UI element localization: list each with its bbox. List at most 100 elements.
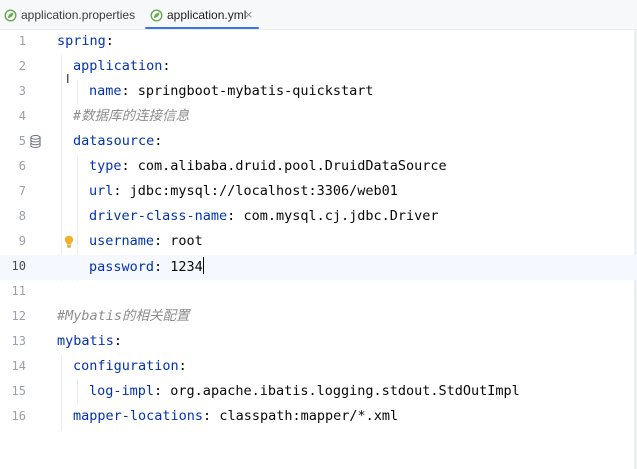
tab-label: application.properties bbox=[21, 8, 136, 22]
tab-label: application.yml bbox=[167, 8, 247, 22]
line-number: 9 bbox=[18, 234, 26, 248]
yaml-value: springboot-mybatis-quickstart bbox=[129, 83, 374, 99]
yaml-comment: #数据库的连接信息 bbox=[73, 108, 190, 124]
yaml-key: name bbox=[89, 83, 122, 99]
line-number: 11 bbox=[11, 284, 26, 298]
code-line[interactable]: 12 #Mybatis的相关配置 bbox=[0, 305, 637, 330]
line-number: 4 bbox=[18, 109, 26, 123]
yaml-key: log-impl bbox=[89, 383, 155, 399]
database-icon[interactable] bbox=[30, 135, 41, 148]
tab-application-properties[interactable]: application.properties bbox=[0, 0, 138, 30]
yaml-key: driver-class-name bbox=[89, 208, 228, 224]
code-text: application: bbox=[73, 57, 171, 75]
line-number: 14 bbox=[11, 359, 26, 373]
yaml-key: spring bbox=[57, 33, 106, 49]
yaml-key: application bbox=[73, 58, 163, 74]
code-line[interactable]: 3 name: springboot-mybatis-quickstart bbox=[0, 80, 637, 105]
code-text: username: root bbox=[89, 232, 203, 250]
yaml-colon: : bbox=[178, 358, 187, 374]
code-line[interactable]: 8 driver-class-name: com.mysql.cj.jdbc.D… bbox=[0, 205, 637, 230]
code-line[interactable]: 7 url: jdbc:mysql://localhost:3306/web01 bbox=[0, 180, 637, 205]
yaml-value: jdbc:mysql://localhost:3306/web01 bbox=[121, 183, 398, 199]
yaml-key: type bbox=[89, 158, 122, 174]
code-text: driver-class-name: com.mysql.cj.jdbc.Dri… bbox=[89, 207, 439, 225]
yaml-value: classpath:mapper/*.xml bbox=[211, 408, 399, 424]
line-number: 12 bbox=[11, 309, 26, 323]
yaml-colon: : bbox=[203, 408, 212, 424]
yaml-colon: : bbox=[154, 133, 163, 149]
vertical-scrollbar[interactable] bbox=[634, 30, 637, 469]
yaml-colon: : bbox=[154, 383, 163, 399]
yaml-colon: : bbox=[154, 233, 163, 249]
yaml-value: org.apache.ibatis.logging.stdout.StdOutI… bbox=[162, 383, 520, 399]
spring-leaf-icon bbox=[4, 9, 17, 22]
code-line-current[interactable]: 10 password: 1234 bbox=[0, 255, 637, 280]
code-line[interactable]: 14 configuration: bbox=[0, 355, 637, 380]
yaml-colon: : bbox=[154, 259, 163, 275]
code-line[interactable]: 13 mybatis: bbox=[0, 330, 637, 355]
code-text: datasource: bbox=[73, 132, 162, 150]
code-text: log-impl: org.apache.ibatis.logging.stdo… bbox=[89, 382, 520, 400]
yaml-key: mapper-locations bbox=[73, 408, 204, 424]
lightbulb-icon[interactable] bbox=[64, 235, 74, 248]
code-line[interactable]: 1 spring: bbox=[0, 30, 637, 55]
yaml-key: mybatis bbox=[57, 333, 114, 349]
close-tab-button[interactable]: × bbox=[244, 8, 254, 21]
line-number: 5 bbox=[18, 134, 26, 148]
indent-guide bbox=[77, 80, 78, 105]
code-text: mapper-locations: classpath:mapper/*.xml bbox=[73, 407, 398, 425]
yaml-value: 1234 bbox=[162, 259, 203, 275]
line-number: 3 bbox=[18, 84, 26, 98]
code-text: url: jdbc:mysql://localhost:3306/web01 bbox=[89, 182, 398, 200]
code-text: spring: bbox=[57, 32, 114, 50]
yaml-comment: #Mybatis的相关配置 bbox=[57, 308, 190, 324]
indent-guide bbox=[77, 380, 78, 405]
line-number: 2 bbox=[18, 59, 26, 73]
line-number: 7 bbox=[18, 184, 26, 198]
yaml-colon: : bbox=[121, 83, 130, 99]
yaml-value: root bbox=[162, 233, 203, 249]
yaml-colon: : bbox=[105, 33, 114, 49]
code-editor[interactable]: 1 spring: I 2 application: 3 name: sprin… bbox=[0, 30, 637, 469]
code-text: password: 1234 bbox=[89, 257, 204, 276]
yaml-colon: : bbox=[227, 208, 236, 224]
line-number: 10 bbox=[11, 259, 26, 273]
tab-application-yml[interactable]: application.yml × bbox=[145, 0, 259, 30]
yaml-key: datasource bbox=[73, 133, 155, 149]
line-number: 13 bbox=[11, 334, 26, 348]
spring-leaf-icon bbox=[150, 9, 163, 22]
editor-tab-bar: application.properties application.yml × bbox=[0, 0, 637, 30]
yaml-key: password bbox=[89, 259, 155, 275]
code-line[interactable]: 6 type: com.alibaba.druid.pool.DruidData… bbox=[0, 155, 637, 180]
yaml-key: url bbox=[89, 183, 114, 199]
code-line[interactable]: 5 datasource: bbox=[0, 130, 637, 155]
yaml-colon: : bbox=[113, 183, 122, 199]
yaml-colon: : bbox=[113, 333, 123, 349]
line-number: 15 bbox=[11, 384, 26, 398]
yaml-key: configuration bbox=[73, 358, 179, 374]
code-line[interactable]: 9 username: root bbox=[0, 230, 637, 255]
code-text: configuration: bbox=[73, 357, 187, 375]
code-line[interactable]: 15 log-impl: org.apache.ibatis.logging.s… bbox=[0, 380, 637, 405]
yaml-colon: : bbox=[121, 158, 130, 174]
code-text: name: springboot-mybatis-quickstart bbox=[89, 82, 374, 100]
line-number: 6 bbox=[18, 159, 26, 173]
text-caret bbox=[202, 257, 204, 274]
yaml-colon: : bbox=[162, 58, 171, 74]
code-line[interactable]: 2 application: bbox=[0, 55, 637, 80]
code-text: type: com.alibaba.druid.pool.DruidDataSo… bbox=[89, 157, 447, 175]
code-text: mybatis: bbox=[57, 332, 122, 350]
yaml-key: username bbox=[89, 233, 155, 249]
line-number: 1 bbox=[18, 34, 26, 48]
code-line[interactable]: 4 #数据库的连接信息 bbox=[0, 105, 637, 130]
text-cursor-icon: I bbox=[66, 72, 70, 86]
code-line[interactable]: 11 bbox=[0, 280, 637, 305]
indent-guide bbox=[77, 155, 78, 281]
yaml-value: com.alibaba.druid.pool.DruidDataSource bbox=[129, 158, 447, 174]
indent-guide bbox=[61, 355, 62, 431]
code-line[interactable]: 16 mapper-locations: classpath:mapper/*.… bbox=[0, 405, 637, 430]
line-number: 16 bbox=[11, 409, 26, 423]
line-number: 8 bbox=[18, 209, 26, 223]
indent-guide bbox=[61, 55, 62, 281]
yaml-value: com.mysql.cj.jdbc.Driver bbox=[235, 208, 439, 224]
